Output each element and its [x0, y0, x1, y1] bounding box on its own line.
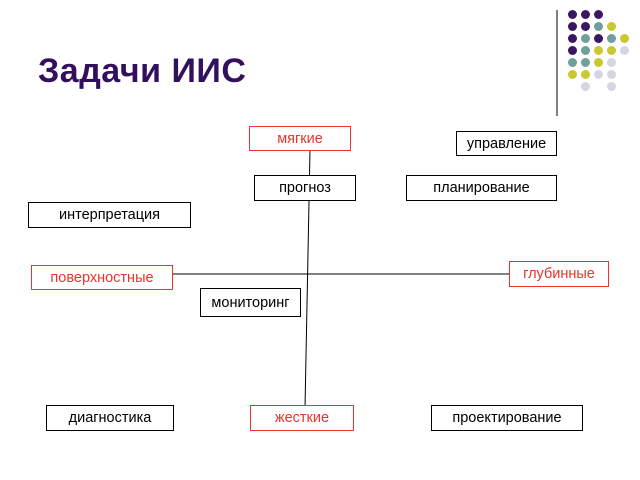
decor-dot [568, 22, 577, 31]
axis-label-deep: глубинные [509, 261, 609, 287]
task-design: проектирование [431, 405, 583, 431]
decor-dot [607, 58, 616, 67]
decor-dot [594, 70, 603, 79]
task-control: управление [456, 131, 557, 156]
decor-dot [581, 46, 590, 55]
task-monitoring: мониторинг [200, 288, 301, 317]
decor-dot [581, 34, 590, 43]
decor-dot [607, 70, 616, 79]
decor-dot [568, 46, 577, 55]
decor-dot [607, 34, 616, 43]
decor-dot [581, 70, 590, 79]
decor-dot [581, 22, 590, 31]
decorative-divider [556, 10, 558, 116]
axis-label-surface: поверхностные [31, 265, 173, 290]
decor-dot [568, 58, 577, 67]
decor-dot [581, 10, 590, 19]
decor-dot [607, 22, 616, 31]
decor-dot [594, 58, 603, 67]
axis-label-soft: мягкие [249, 126, 351, 151]
decor-dot [581, 82, 590, 91]
task-interpretation: интерпретация [28, 202, 191, 228]
decor-dot [594, 34, 603, 43]
decor-dot [594, 22, 603, 31]
decor-dot [581, 58, 590, 67]
decor-dot [594, 10, 603, 19]
axis-label-hard: жесткие [250, 405, 354, 431]
decor-dot [594, 46, 603, 55]
decor-dot [568, 34, 577, 43]
decor-dot [620, 34, 629, 43]
decor-dot [568, 70, 577, 79]
decor-dot [620, 46, 629, 55]
decorative-dot-grid [568, 10, 632, 106]
task-forecast: прогноз [254, 175, 356, 201]
slide-title: Задачи ИИС [38, 52, 247, 90]
task-planning: планирование [406, 175, 557, 201]
decor-dot [568, 10, 577, 19]
decor-dot [607, 46, 616, 55]
task-diagnostics: диагностика [46, 405, 174, 431]
decor-dot [607, 82, 616, 91]
